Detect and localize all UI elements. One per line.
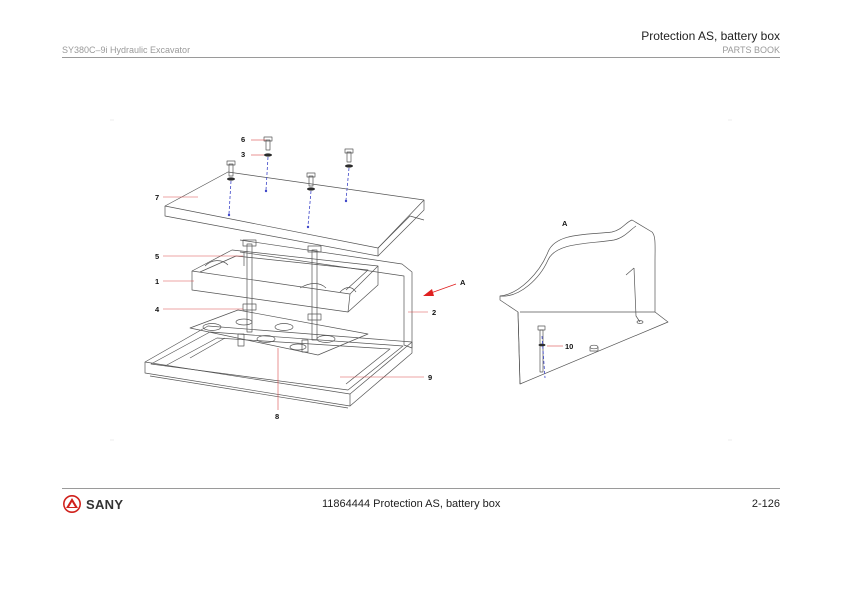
callout-10: 10 [565,342,573,351]
callout-5: 5 [155,252,159,261]
leader-lines [163,139,563,410]
j-bolt-part [237,239,322,353]
page-number: 2-126 [751,498,780,510]
view-label-a: A [460,278,466,287]
detail-washer-part [538,343,546,347]
fastener-axis-lines [228,156,350,227]
book-label: PARTS BOOK [722,45,780,55]
footer-divider [62,488,780,489]
nut-part [242,303,322,321]
callout-9: 9 [428,373,432,382]
detail-label-a: A [562,219,568,228]
header-divider [62,57,780,58]
callout-4: 4 [155,305,160,314]
callout-6: 6 [241,135,245,144]
side-cover-part [239,239,413,349]
bracket-part [191,249,379,313]
brand-name: SANY [86,496,124,512]
callout-7: 7 [155,193,159,202]
base-tray-part [144,325,413,409]
document-title: 11864444 Protection AS, battery box [322,498,501,510]
view-arrow [423,283,457,296]
top-cover-part [164,171,425,257]
callout-8: 8 [275,412,279,421]
screw-part [226,136,354,187]
sany-triangle-icon [63,495,81,513]
detail-axis-line [541,335,546,379]
washer-part [227,153,353,191]
sany-logo: SANY [62,495,123,513]
detail-view-a [499,219,669,385]
callout-1: 1 [155,277,159,286]
fastener-hole-marks [227,189,348,229]
registration-marks [110,119,732,441]
page-title: Protection AS, battery box [641,29,780,43]
callout-2: 2 [432,308,436,317]
machine-model: SY380C–9i Hydraulic Excavator [62,45,191,55]
callout-3: 3 [241,150,245,159]
